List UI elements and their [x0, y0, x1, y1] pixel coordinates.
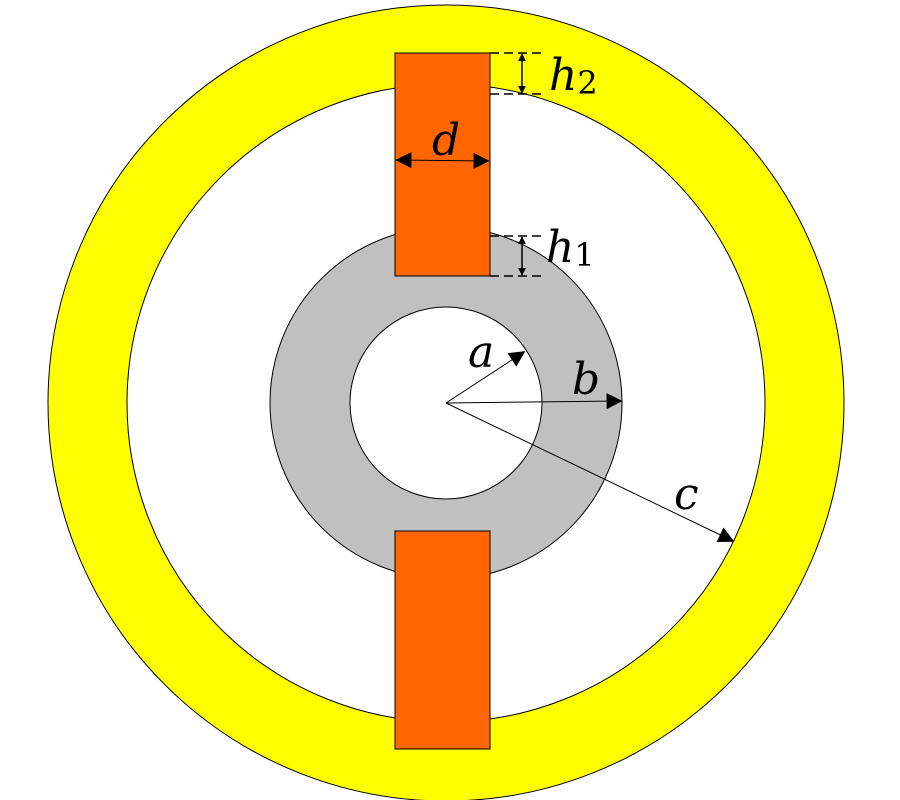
label-b: b: [572, 354, 600, 405]
h2-dimension: [490, 52, 545, 95]
label-h2-main: h: [549, 50, 577, 101]
label-h1-sub: 1: [574, 236, 594, 274]
width-d-arrow: [395, 152, 490, 169]
label-h1-main: h: [546, 222, 574, 273]
label-h1: h1: [546, 222, 595, 274]
bottom-dielectric-bar: [394, 530, 491, 750]
radius-b-arrow: [445, 393, 623, 410]
label-c: c: [674, 469, 699, 520]
label-a: a: [468, 327, 494, 378]
radius-a-arrow: [445, 351, 526, 404]
label-h2-sub: 2: [577, 64, 597, 102]
radius-c-arrow: [445, 402, 735, 542]
h1-dimension: [490, 235, 545, 277]
label-d: d: [432, 115, 460, 166]
label-h2: h2: [549, 50, 598, 102]
